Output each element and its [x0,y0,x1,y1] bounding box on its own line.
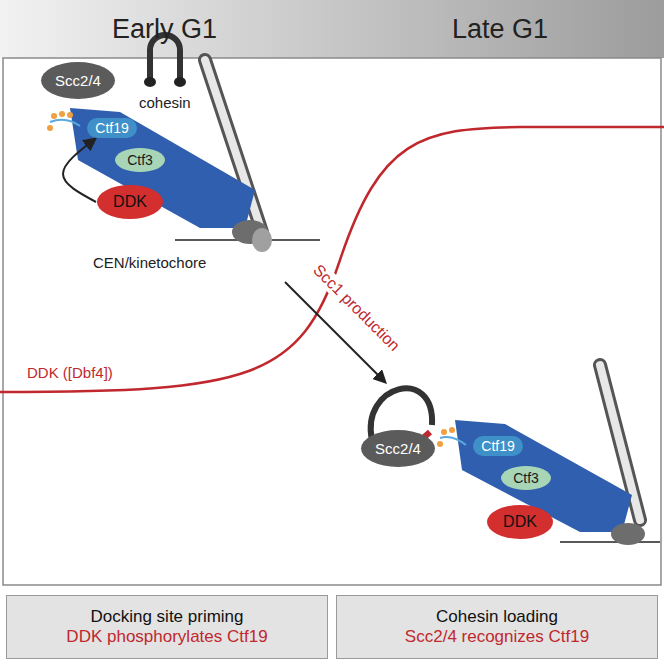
curve-label: DDK ([Dbf4]) [27,364,113,381]
nucleosome [611,523,645,545]
ctf3-oval: Ctf3 [501,466,551,490]
phase-heading: Late G1 [452,14,548,45]
process-label: Scc1 production [307,259,405,357]
node-text: Scc2/4 [375,440,421,457]
node-text: Docking site priming [7,607,327,627]
ddk-oval: DDK [487,505,553,539]
node-text: DDK phosphorylates Ctf19 [7,627,327,647]
scc24-oval: Scc2/4 [41,62,115,99]
phosphate [441,429,447,435]
phosphate [437,441,443,447]
part-label: CEN/kinetochore [93,254,206,271]
ddk-oval: DDK [97,185,163,219]
phosphate [67,112,73,118]
node-text: Ctf19 [481,438,515,454]
ctf19-band: Ctf19 [87,118,137,138]
part-label: cohesin [139,94,191,111]
nucleosome [252,228,272,252]
phosphate [449,427,455,433]
header-band [0,0,664,58]
phosphate [59,111,65,117]
cohesin-head [174,77,186,87]
ctf19-tail [50,120,80,126]
node-text: Scc2/4 [55,72,101,89]
summary-box: Cohesin loadingScc2/4 recognizes Ctf19 [336,595,658,659]
ctf19-tail [440,437,466,445]
node-text: Scc2/4 recognizes Ctf19 [337,627,657,647]
node-text: Ctf3 [513,470,539,486]
cohesin-head [144,77,156,87]
phosphate [47,125,53,131]
ctf19-band: Ctf19 [473,436,523,456]
phase-heading: Early G1 [112,14,217,45]
connector-arrow [63,139,96,202]
node-text: Cohesin loading [337,607,657,627]
node-text: DDK [503,513,537,531]
dna [560,541,660,543]
summary-box: Docking site primingDDK phosphorylates C… [6,595,328,659]
node-text: DDK [113,193,147,211]
node-text: Ctf19 [95,120,129,136]
scc24-oval: Scc2/4 [361,430,435,467]
kinetochore [70,108,255,228]
panel-frame [3,58,661,585]
ctf3-oval: Ctf3 [115,148,165,172]
phosphate [51,113,57,119]
node-text: Ctf3 [127,152,153,168]
